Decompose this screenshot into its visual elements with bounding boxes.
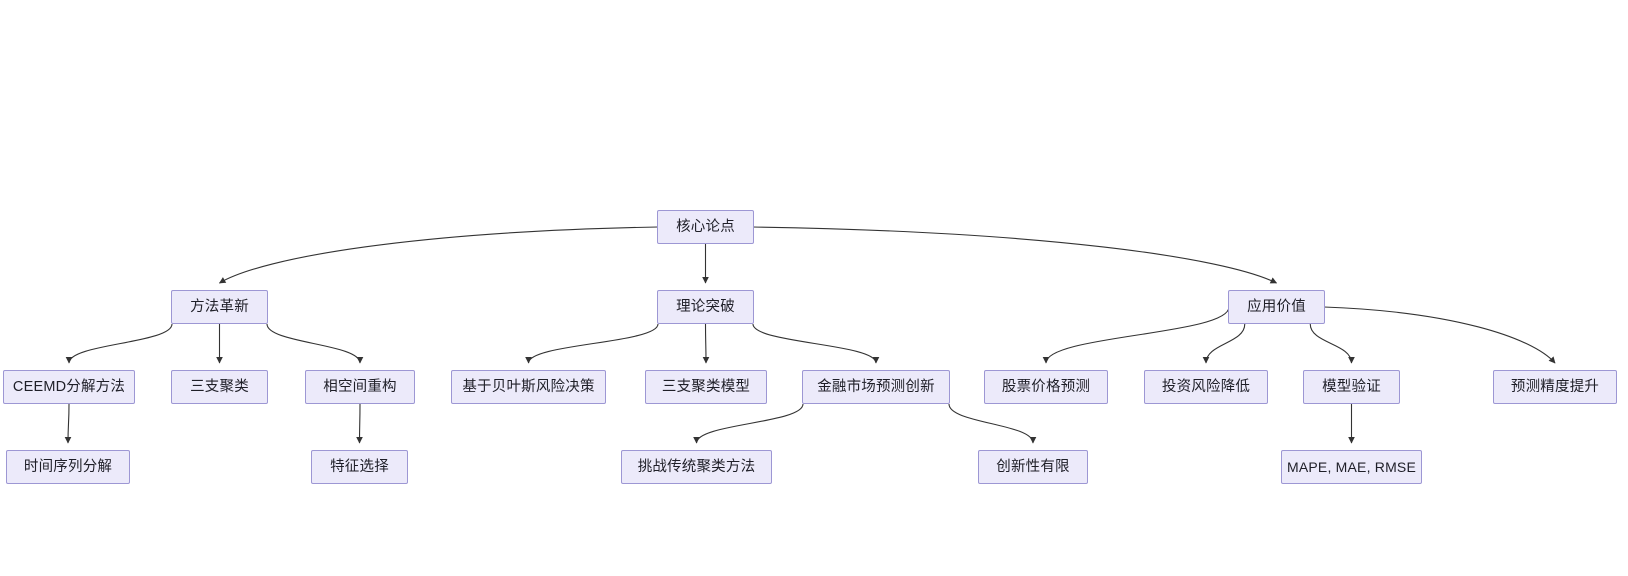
diagram-node-l4c[interactable]: 挑战传统聚类方法 [621,450,772,484]
edge-l3f-to-l4c [693,403,804,444]
diagram-node-l3c[interactable]: 相空间重构 [305,370,415,404]
diagram-node-l3j[interactable]: 预测精度提升 [1493,370,1617,404]
edge-l2a-to-l3c [266,323,364,364]
node-label: 股票价格预测 [1001,378,1091,395]
node-label: 方法革新 [190,298,249,315]
diagram-node-l3g[interactable]: 股票价格预测 [984,370,1108,404]
node-label: 挑战传统聚类方法 [637,458,756,475]
node-label: 投资风险降低 [1161,378,1251,395]
diagram-node-l4b[interactable]: 特征选择 [311,450,408,484]
edge-l3c-to-l4b [356,403,363,444]
diagram-node-l3f[interactable]: 金融市场预测创新 [802,370,950,404]
node-label: 三支聚类模型 [661,378,751,395]
diagram-node-l3a[interactable]: CEEMD分解方法 [3,370,135,404]
edge-l3a-to-l4a [64,403,72,444]
node-label: 核心论点 [676,218,735,235]
diagram-node-l3h[interactable]: 投资风险降低 [1144,370,1268,404]
edge-l2b-to-l3d [525,323,659,364]
node-label: 应用价值 [1247,298,1306,315]
node-label: 金融市场预测创新 [817,378,935,395]
edge-l2c-to-l3j [1323,306,1556,364]
node-label: 时间序列分解 [23,458,113,475]
node-label: 预测精度提升 [1510,378,1600,395]
diagram-node-l3d[interactable]: 基于贝叶斯风险决策 [451,370,606,404]
diagram-node-l4e[interactable]: MAPE, MAE, RMSE [1281,450,1422,484]
diagram-node-root[interactable]: 核心论点 [657,210,754,244]
node-label: CEEMD分解方法 [12,378,126,395]
diagram-node-l2c[interactable]: 应用价值 [1228,290,1325,324]
node-label: 三支聚类 [190,378,249,395]
edge-root-to-l2a [218,226,659,284]
edge-l2c-to-l3h [1202,323,1246,364]
node-label: 基于贝叶斯风险决策 [462,378,595,395]
diagram-node-l4d[interactable]: 创新性有限 [978,450,1088,484]
node-label: MAPE, MAE, RMSE [1286,459,1417,475]
diagram-node-l4a[interactable]: 时间序列分解 [6,450,130,484]
node-label: 相空间重构 [323,378,397,395]
edge-l3f-to-l4d [948,403,1037,444]
edge-l2c-to-l3i [1309,323,1355,364]
edge-l2c-to-l3g [1042,306,1230,364]
edge-l2b-to-l3e [702,323,710,364]
diagram-node-l2a[interactable]: 方法革新 [171,290,268,324]
node-label: 特征选择 [330,458,389,475]
diagram-node-l3b[interactable]: 三支聚类 [171,370,268,404]
diagram-node-l3e[interactable]: 三支聚类模型 [645,370,767,404]
edge-l2b-to-l3f [752,323,880,364]
node-label: 模型验证 [1322,378,1381,395]
node-label: 创新性有限 [996,458,1070,475]
diagram-node-l3i[interactable]: 模型验证 [1303,370,1400,404]
edge-root-to-l2c [752,226,1278,284]
node-label: 理论突破 [676,298,735,315]
edge-l2a-to-l3a [65,323,173,364]
diagram-node-l2b[interactable]: 理论突破 [657,290,754,324]
